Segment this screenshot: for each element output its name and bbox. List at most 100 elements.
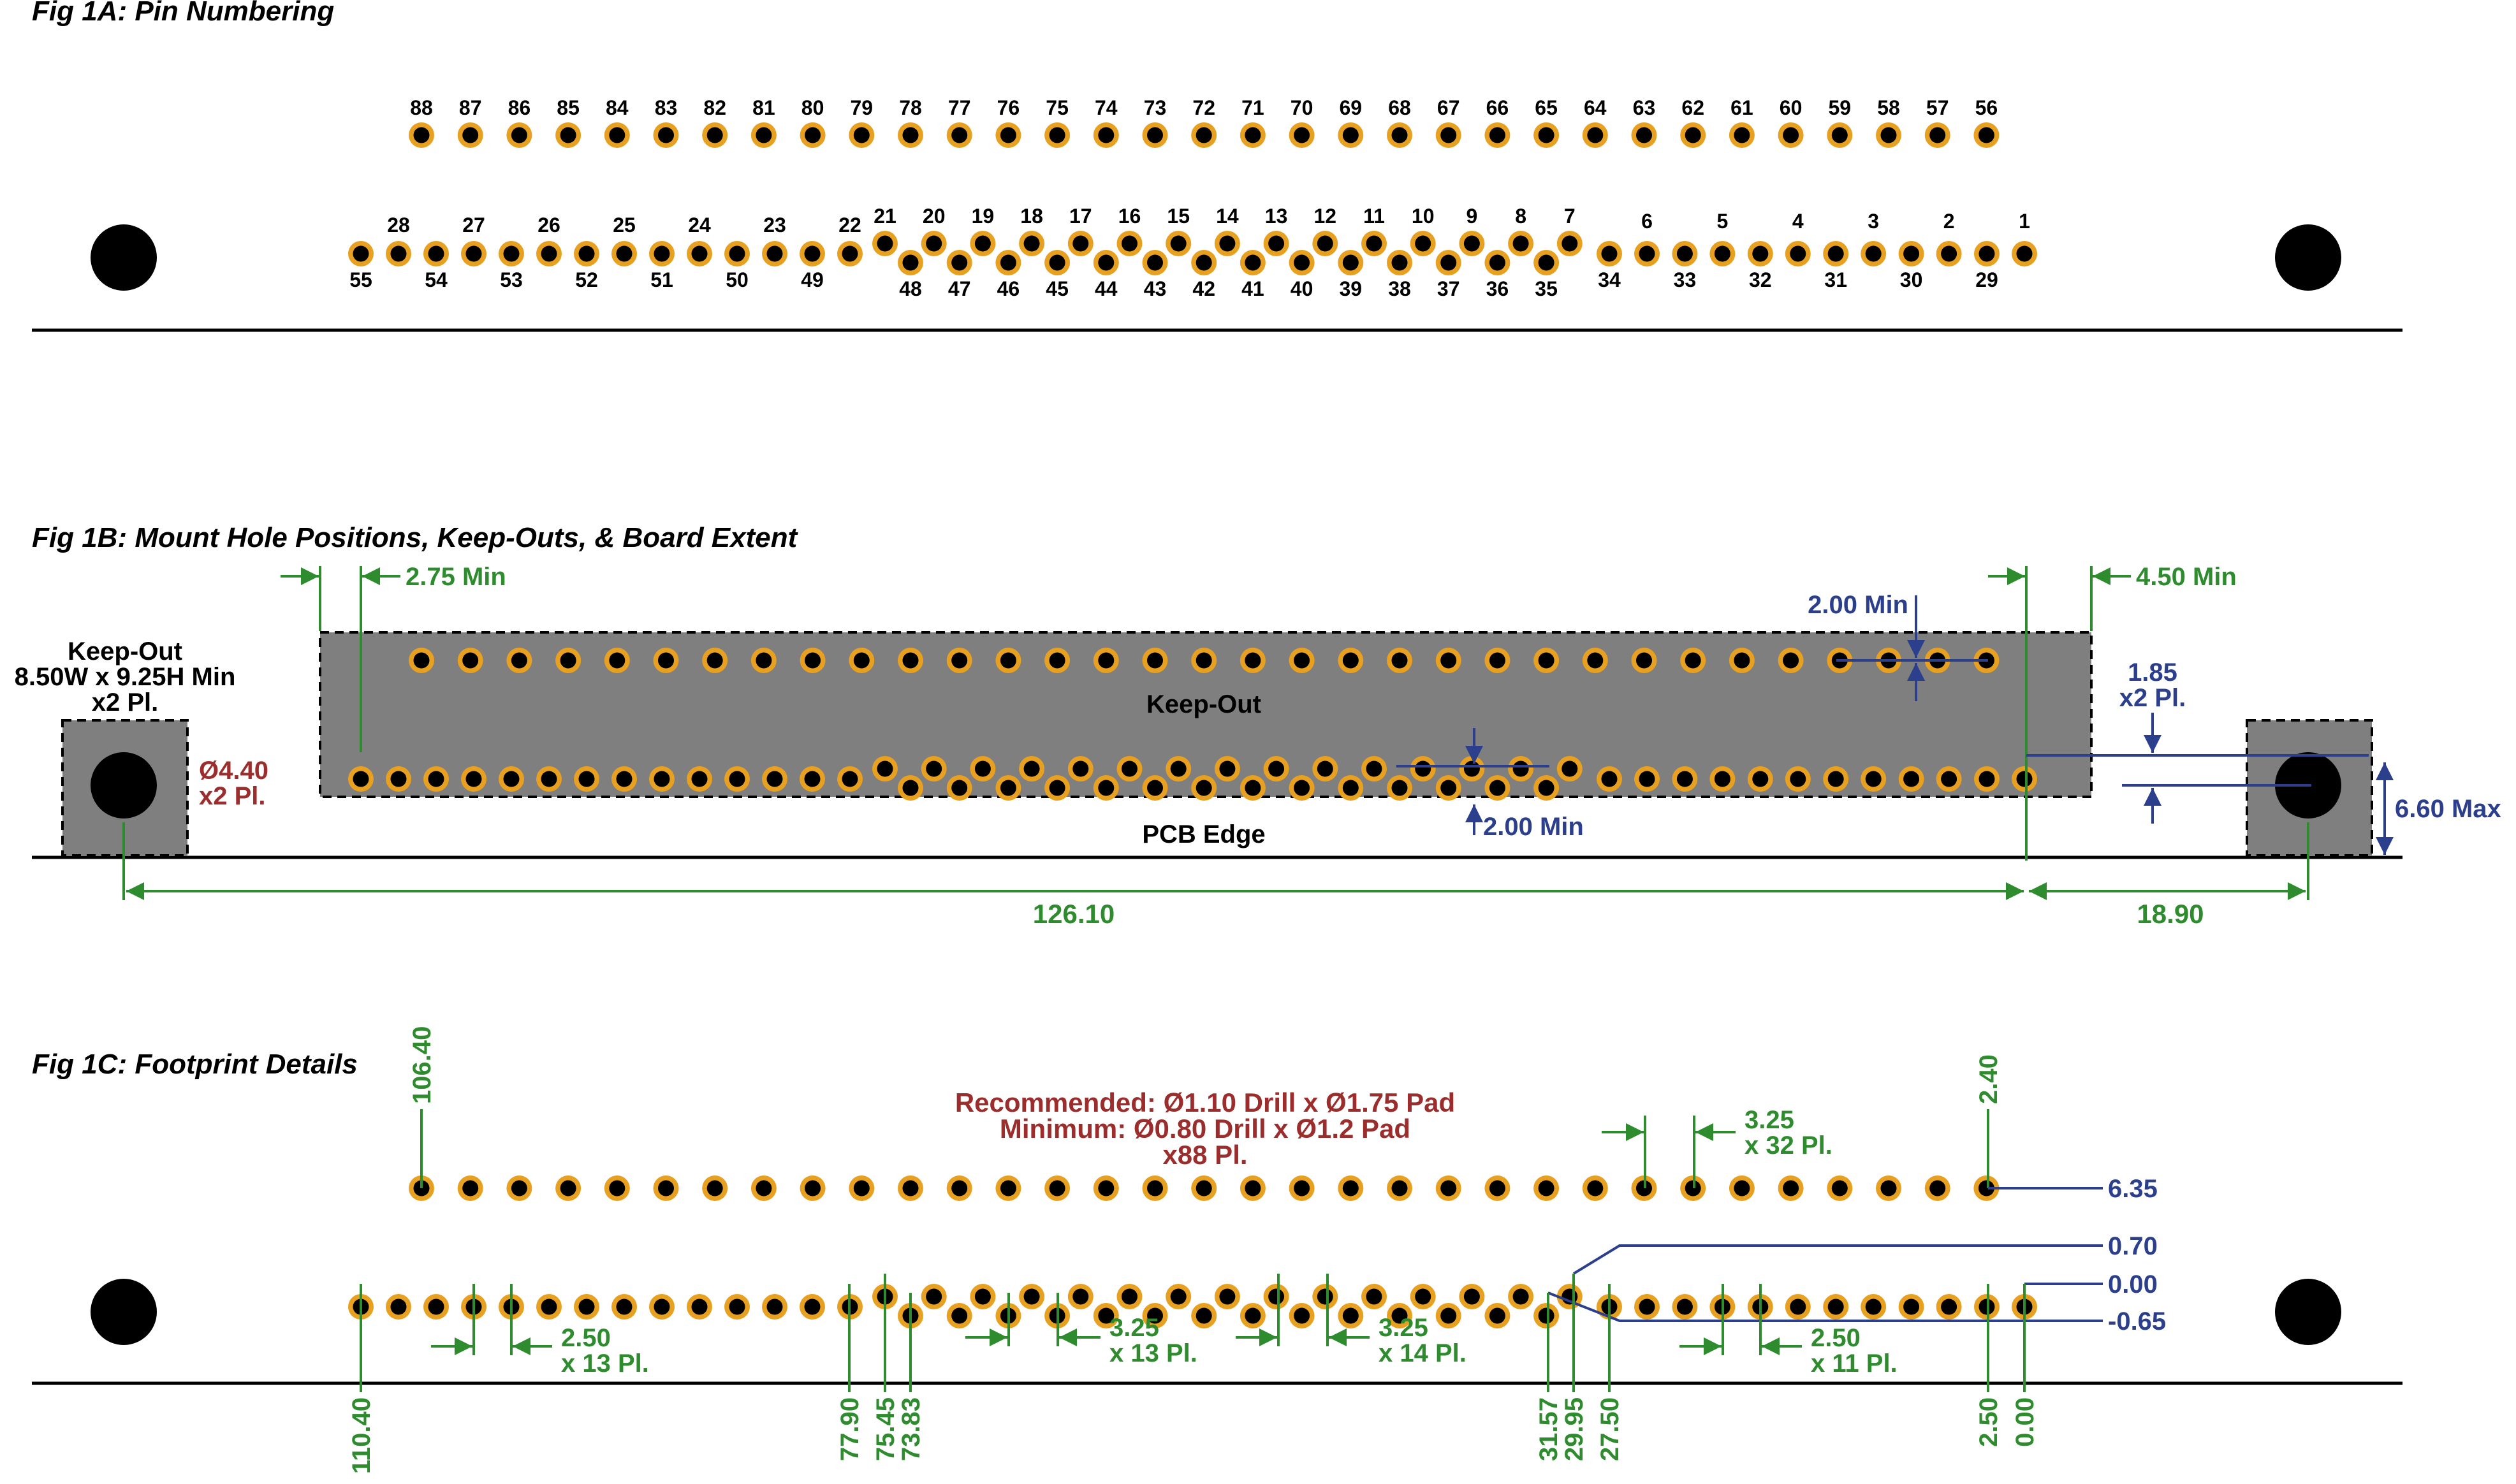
pad-84 — [604, 1175, 630, 1201]
pad-drill — [1587, 127, 1604, 143]
pad-43 — [1142, 1303, 1168, 1328]
pin-label: 13 — [1265, 205, 1288, 228]
pin-label: 1 — [2019, 210, 2030, 233]
pad-27 — [461, 241, 486, 266]
pad-74 — [1093, 648, 1119, 673]
pad-drill — [1147, 652, 1163, 669]
pin-label: 84 — [606, 96, 629, 119]
pad-drill — [1196, 780, 1212, 796]
pad-drill — [1072, 235, 1089, 252]
pad-drill — [842, 771, 858, 787]
pad-76 — [995, 122, 1021, 148]
pad-drill — [1219, 235, 1236, 252]
pad-drill — [1676, 245, 1693, 262]
pad-56 — [1973, 122, 2000, 148]
pad-82 — [702, 1175, 728, 1201]
pad-19 — [970, 756, 996, 782]
pad-64 — [1582, 122, 1608, 148]
pad-10 — [1410, 231, 1436, 256]
pad-14 — [1214, 756, 1240, 782]
pad-11 — [1361, 756, 1387, 782]
pad-drill — [1929, 1180, 1946, 1197]
pin-label: 14 — [1216, 205, 1239, 228]
pad-13 — [1263, 756, 1289, 782]
pad-drill — [1880, 127, 1897, 143]
pad-drill — [1049, 1180, 1065, 1197]
pad-37 — [1435, 775, 1461, 801]
pad-2 — [1936, 1294, 1962, 1320]
pad-30 — [1898, 1294, 1924, 1320]
pad-15 — [1166, 231, 1192, 256]
pad-drill — [1639, 245, 1655, 262]
pad-42 — [1191, 250, 1217, 275]
pad-drill — [616, 245, 633, 262]
pin-label: 79 — [851, 96, 874, 119]
max-660-label: 6.60 Max — [2395, 795, 2501, 823]
pad-48 — [898, 250, 923, 275]
pad-drill — [951, 254, 968, 271]
pin-label: 61 — [1730, 96, 1753, 119]
pad-45 — [1044, 775, 1071, 801]
pin-label: 58 — [1877, 96, 1900, 119]
pad-84 — [604, 648, 630, 673]
pad-38 — [1387, 1303, 1412, 1328]
hole-diameter-label-2: x2 Pl. — [199, 782, 266, 810]
pad-drill — [1790, 245, 1806, 262]
pad-drill — [609, 652, 625, 669]
pad-drill — [1562, 760, 1578, 777]
pin-label: 15 — [1167, 205, 1190, 228]
pad-69 — [1338, 648, 1364, 673]
pin-label: 81 — [752, 96, 775, 119]
pin-label: 12 — [1314, 205, 1337, 228]
pad-drill — [1245, 127, 1261, 143]
pad-83 — [653, 122, 679, 148]
pad-drill — [1196, 127, 1212, 143]
fig1b-title: Fig 1B: Mount Hole Positions, Keep-Outs,… — [32, 522, 799, 553]
pad-drill — [951, 780, 968, 796]
pad-38 — [1387, 250, 1412, 275]
pitch-325-32-label-2: x 32 Pl. — [1744, 1131, 1832, 1160]
pad-drill — [1734, 1180, 1750, 1197]
pad-drill — [1098, 652, 1115, 669]
pin-label: 87 — [459, 96, 482, 119]
pad-drill — [766, 245, 783, 262]
pad-drill — [1783, 652, 1799, 669]
pad-64 — [1582, 648, 1608, 673]
pad-60 — [1778, 648, 1804, 673]
pad-drill — [1147, 1180, 1163, 1197]
pad-80 — [800, 122, 826, 148]
y-m065-leader — [1547, 1291, 2103, 1322]
pitch-325-13-label-2: x 13 Pl. — [1109, 1339, 1197, 1367]
pad-70 — [1289, 1175, 1315, 1201]
pin-label: 64 — [1584, 96, 1607, 119]
pad-81 — [750, 1175, 777, 1201]
pad-drill — [541, 1298, 557, 1315]
pad-drill — [413, 652, 430, 669]
pad-drill — [1489, 127, 1505, 143]
pad-drill — [1342, 652, 1359, 669]
pad-drill — [541, 245, 557, 262]
pad-65 — [1533, 1175, 1560, 1201]
pad-83 — [653, 1175, 679, 1201]
min-200-bottom-label: 2.00 Min — [1483, 813, 1584, 841]
pad-drill — [1245, 1180, 1261, 1197]
pad-drill — [1294, 1180, 1310, 1197]
min-275-label: 2.75 Min — [406, 563, 506, 591]
pad-drill — [1294, 127, 1310, 143]
pad-72 — [1191, 648, 1217, 673]
pad-drill — [1978, 127, 1994, 143]
pad-78 — [898, 648, 923, 673]
pad-drill — [804, 1298, 821, 1315]
pad-drill — [616, 771, 633, 787]
pad-47 — [946, 1303, 972, 1328]
pad-14 — [1214, 231, 1240, 256]
pin-label: 24 — [688, 214, 711, 236]
pin-label: 62 — [1681, 96, 1704, 119]
pad-12 — [1312, 1284, 1338, 1309]
pad-drill — [658, 652, 674, 669]
pad-26 — [536, 766, 562, 792]
x-250-label: 2.50 — [1975, 1397, 2003, 1447]
x-7545-label: 75.45 — [872, 1397, 900, 1461]
pad-drill — [1941, 245, 1957, 262]
pad-drill — [1219, 760, 1236, 777]
